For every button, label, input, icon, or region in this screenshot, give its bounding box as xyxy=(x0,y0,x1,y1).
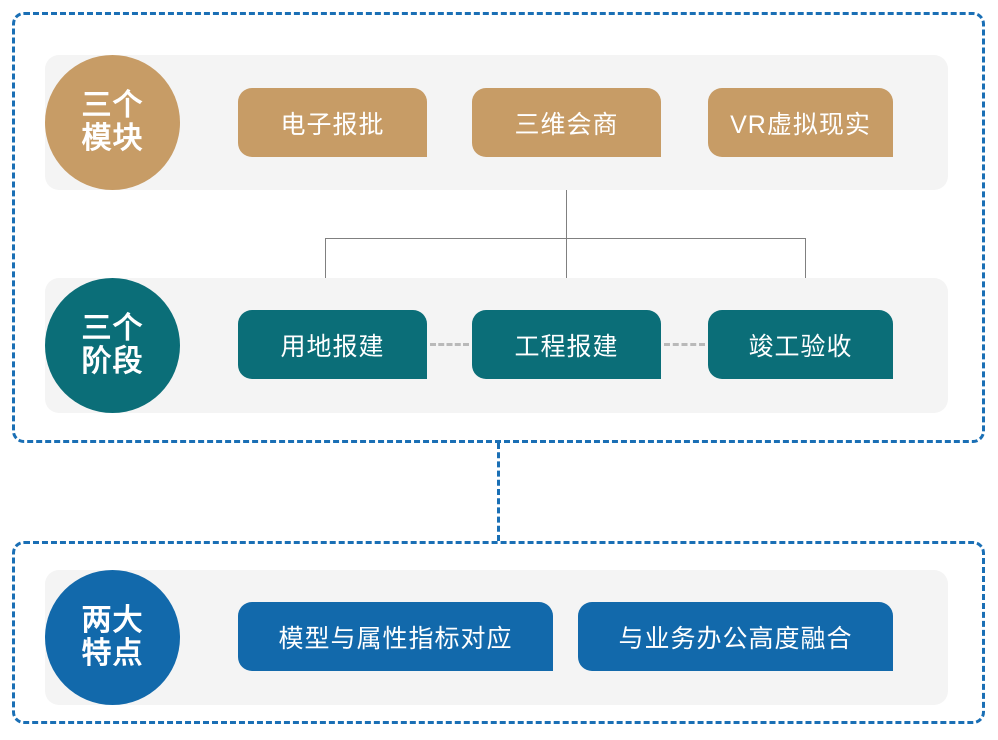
group-link-connector xyxy=(497,443,500,541)
card-module-electronic-approval[interactable]: 电子报批 xyxy=(238,88,427,157)
badge-stages-line-1: 三个 xyxy=(81,312,144,346)
card-module-1-label: 三维会商 xyxy=(514,110,619,139)
card-stage-2-label: 竣工验收 xyxy=(748,332,853,361)
badge-features-line-2: 特点 xyxy=(81,636,144,670)
stage-connector-2 xyxy=(664,343,705,346)
card-stage-completion-acceptance[interactable]: 竣工验收 xyxy=(708,310,893,379)
card-stage-land-use-application[interactable]: 用地报建 xyxy=(238,310,427,379)
badge-stages-line-2: 阶段 xyxy=(81,344,144,378)
card-stage-engineering-application[interactable]: 工程报建 xyxy=(472,310,661,379)
card-module-vr-virtual-reality[interactable]: VR虚拟现实 xyxy=(708,88,893,157)
card-module-0-label: 电子报批 xyxy=(280,110,385,139)
group-features xyxy=(12,541,985,724)
badge-three-stages[interactable]: 三个 阶段 xyxy=(45,278,180,413)
tree-drop-right xyxy=(805,238,806,278)
group-modules-and-stages xyxy=(12,12,985,443)
tree-stem-connector xyxy=(566,190,567,238)
badge-features-line-1: 两大 xyxy=(81,604,144,638)
badge-modules-line-1: 三个 xyxy=(81,89,144,123)
badge-two-features[interactable]: 两大 特点 xyxy=(45,570,180,705)
card-feature-1-label: 与业务办公高度融合 xyxy=(618,624,853,653)
badge-modules-line-2: 模块 xyxy=(81,121,144,155)
card-feature-model-attribute-mapping[interactable]: 模型与属性指标对应 xyxy=(238,602,553,671)
card-module-2-label: VR虚拟现实 xyxy=(730,110,871,139)
tree-horizontal-bar xyxy=(325,238,806,239)
badge-three-modules[interactable]: 三个 模块 xyxy=(45,55,180,190)
stage-connector-1 xyxy=(430,343,469,346)
tree-drop-left xyxy=(325,238,326,278)
card-feature-0-label: 模型与属性指标对应 xyxy=(278,624,513,653)
tree-drop-center xyxy=(566,238,567,278)
card-feature-business-office-integration[interactable]: 与业务办公高度融合 xyxy=(578,602,893,671)
card-stage-0-label: 用地报建 xyxy=(280,332,385,361)
card-module-3d-consultation[interactable]: 三维会商 xyxy=(472,88,661,157)
card-stage-1-label: 工程报建 xyxy=(514,332,619,361)
